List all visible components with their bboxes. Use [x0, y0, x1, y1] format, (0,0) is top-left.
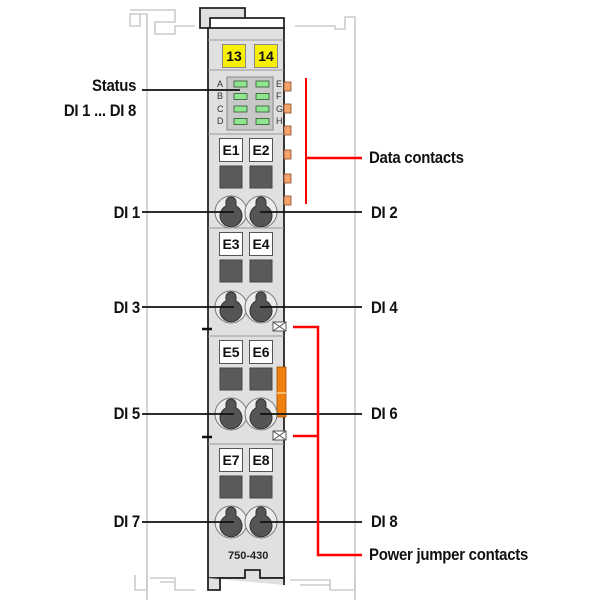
led-g [255, 105, 270, 113]
slot-e8: E8 [249, 448, 273, 472]
led-e [255, 80, 270, 88]
release-button-2 [249, 165, 273, 189]
led-letter-a: A [217, 79, 224, 89]
right-bottom-rail [290, 575, 356, 591]
led-letter-f: F [276, 91, 282, 101]
model-number: 750-430 [228, 550, 269, 562]
module-top-latch [199, 7, 246, 29]
di3-label: DI 3 [113, 298, 141, 317]
annotation-lines [142, 78, 362, 557]
di1-label: DI 1 [113, 203, 141, 222]
di8-label: DI 8 [371, 512, 398, 531]
led-h [255, 118, 270, 125]
jumper-contact-bottom [272, 430, 287, 441]
led-letter-g: G [276, 104, 284, 114]
module-top-right [245, 17, 285, 28]
led-f [255, 93, 270, 100]
slot-e7: E7 [219, 448, 243, 472]
di-leader-lines [142, 211, 362, 523]
data-contact-3 [283, 125, 292, 136]
di7-label: DI 7 [113, 512, 141, 531]
left-bottom-rail [134, 575, 195, 591]
data-contact-1 [283, 81, 292, 92]
led-letter-b: B [217, 91, 224, 101]
tag-14: 14 [254, 44, 278, 68]
release-button-5 [219, 367, 243, 391]
led-letter-e: E [276, 79, 283, 89]
di5-label: DI 5 [113, 404, 141, 423]
status-label: Status [91, 76, 136, 95]
release-button-3 [219, 259, 243, 283]
data-contacts-label: Data contacts [369, 148, 464, 167]
release-button-6 [249, 367, 273, 391]
data-contact-2 [283, 103, 292, 114]
slot-e6: E6 [249, 340, 273, 364]
release-button-4 [249, 259, 273, 283]
release-button-1 [219, 165, 243, 189]
terminal-group [208, 133, 284, 539]
led-b [233, 93, 248, 100]
neighbor-module-outlines [129, 9, 356, 600]
slot-e5: E5 [219, 340, 243, 364]
di6-label: DI 6 [371, 404, 398, 423]
left-neighbor-outline [129, 13, 148, 600]
led-letter-d: D [217, 116, 224, 126]
led-c [233, 105, 248, 113]
di4-label: DI 4 [371, 298, 398, 317]
power-jumper-orange [276, 366, 287, 418]
di2-label: DI 2 [371, 203, 398, 222]
data-contact-6 [283, 195, 292, 206]
power-jumper-bracket [293, 325, 362, 557]
release-button-7 [219, 475, 243, 499]
power-jumper-group [202, 321, 287, 441]
led-letter-c: C [217, 104, 224, 114]
tag-13: 13 [222, 44, 246, 68]
data-contact-5 [283, 173, 292, 184]
slot-e3: E3 [219, 232, 243, 256]
module-bottom-foot [207, 569, 285, 591]
led-d [233, 118, 248, 125]
left-top-rail [130, 9, 195, 35]
slot-e1: E1 [219, 138, 243, 162]
led-a [233, 80, 248, 88]
status-led-panel [226, 76, 274, 131]
power-jumper-contacts-label: Power jumper contacts [369, 545, 529, 564]
release-button-8 [249, 475, 273, 499]
status-range-label: DI 1 ... DI 8 [63, 101, 136, 120]
data-contact-group [283, 81, 292, 206]
jumper-contact-top [272, 321, 287, 332]
slot-e2: E2 [249, 138, 273, 162]
right-neighbor-outline [295, 16, 356, 600]
led-letter-h: H [276, 116, 283, 126]
data-contact-4 [283, 149, 292, 160]
led-group [233, 80, 270, 125]
slot-e4: E4 [249, 232, 273, 256]
